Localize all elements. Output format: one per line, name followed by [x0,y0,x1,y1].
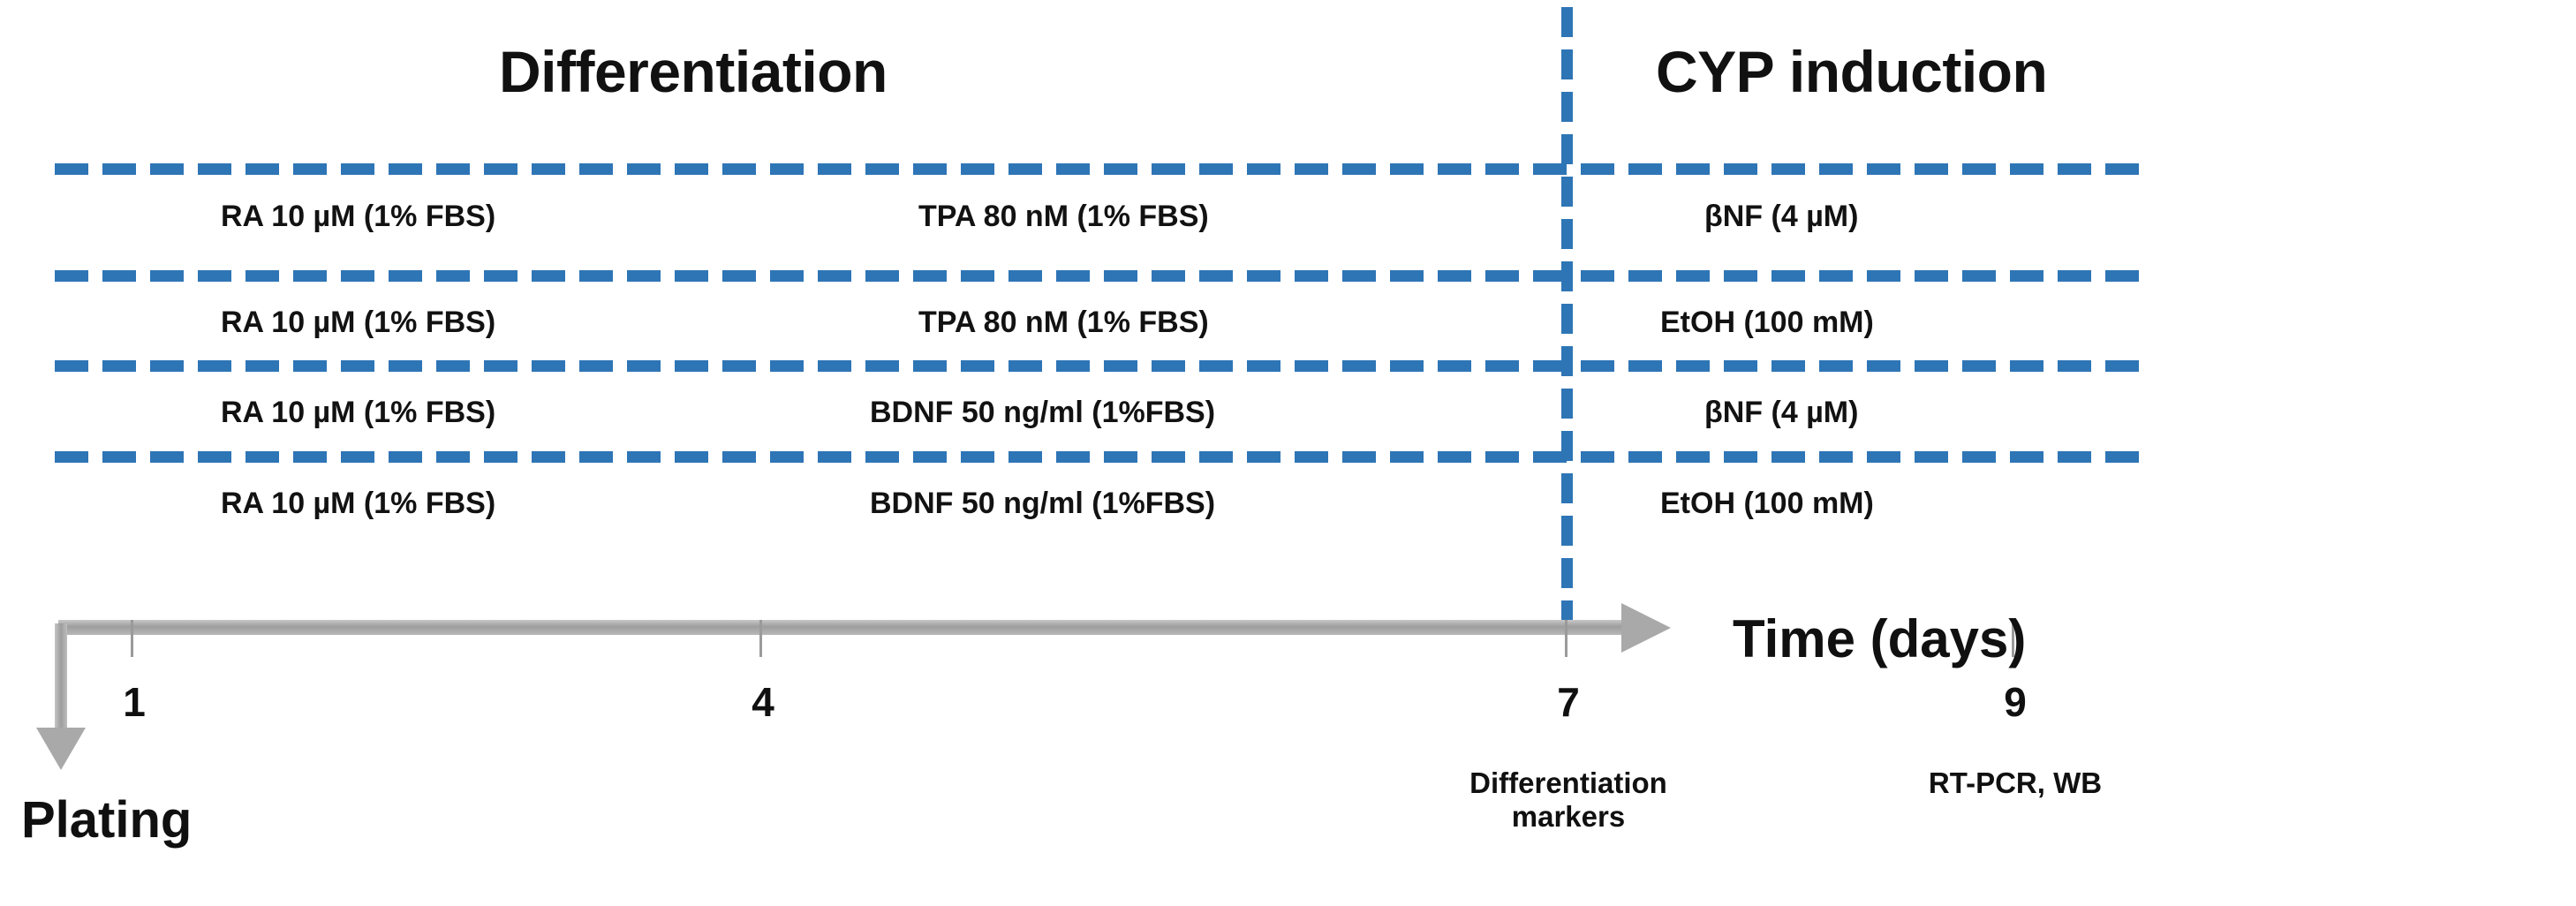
treatment-label-row1-stage3: βNF (4 µM) [1704,200,1859,233]
annotation-differentiation-markers: Differentiation markers [1469,766,1667,833]
treatment-label-row4-stage3: EtOH (100 mM) [1660,487,1874,520]
dashed-blue-line [55,360,2143,372]
axis-tick-day7 [1565,620,1568,657]
down-arrow-icon [36,728,86,770]
plating-label: Plating [21,791,193,849]
treatment-line-3 [55,360,2145,377]
treatment-label-row3-stage3: βNF (4 µM) [1704,396,1859,429]
treatment-line-4 [55,451,2145,468]
treatment-line-1 [55,163,2145,180]
axis-tick-label-day7: 7 [1557,679,1580,725]
treatment-label-row2-stage2: TPA 80 nM (1% FBS) [918,306,1209,339]
treatment-label-row3-stage2: BDNF 50 ng/ml (1%FBS) [870,396,1216,429]
axis-tick-day1 [131,620,133,657]
axis-title-time: Time (days) [1733,609,2027,668]
axis-tick-label-day1: 1 [123,679,146,725]
dashed-blue-line [55,270,2143,282]
treatment-line-2 [55,270,2145,287]
treatment-label-row1-stage1: RA 10 µM (1% FBS) [221,200,496,233]
dashed-blue-line [55,163,2143,175]
dashed-blue-line [55,451,2143,463]
axis-tick-day4 [759,620,762,657]
axis-tick-day9 [2012,620,2014,657]
phase-divider-day7 [1561,7,1573,630]
treatment-label-row4-stage1: RA 10 µM (1% FBS) [221,487,496,520]
plating-arrow-shaft [55,623,67,738]
treatment-label-row1-stage2: TPA 80 nM (1% FBS) [918,200,1209,233]
timeline-arrowhead-icon [1621,603,1671,653]
treatment-label-row2-stage1: RA 10 µM (1% FBS) [221,306,496,339]
annotation-rt-pcr-wb: RT-PCR, WB [1928,766,2103,799]
phase-title-differentiation: Differentiation [499,39,888,104]
axis-tick-label-day9: 9 [2004,679,2027,725]
treatment-label-row4-stage2: BDNF 50 ng/ml (1%FBS) [870,487,1216,520]
timeline-axis-bar [58,620,1626,635]
treatment-label-row2-stage3: EtOH (100 mM) [1660,306,1874,339]
phase-title-cyp-induction: CYP induction [1656,39,2048,104]
treatment-label-row3-stage1: RA 10 µM (1% FBS) [221,396,496,429]
axis-tick-label-day4: 4 [752,679,774,725]
